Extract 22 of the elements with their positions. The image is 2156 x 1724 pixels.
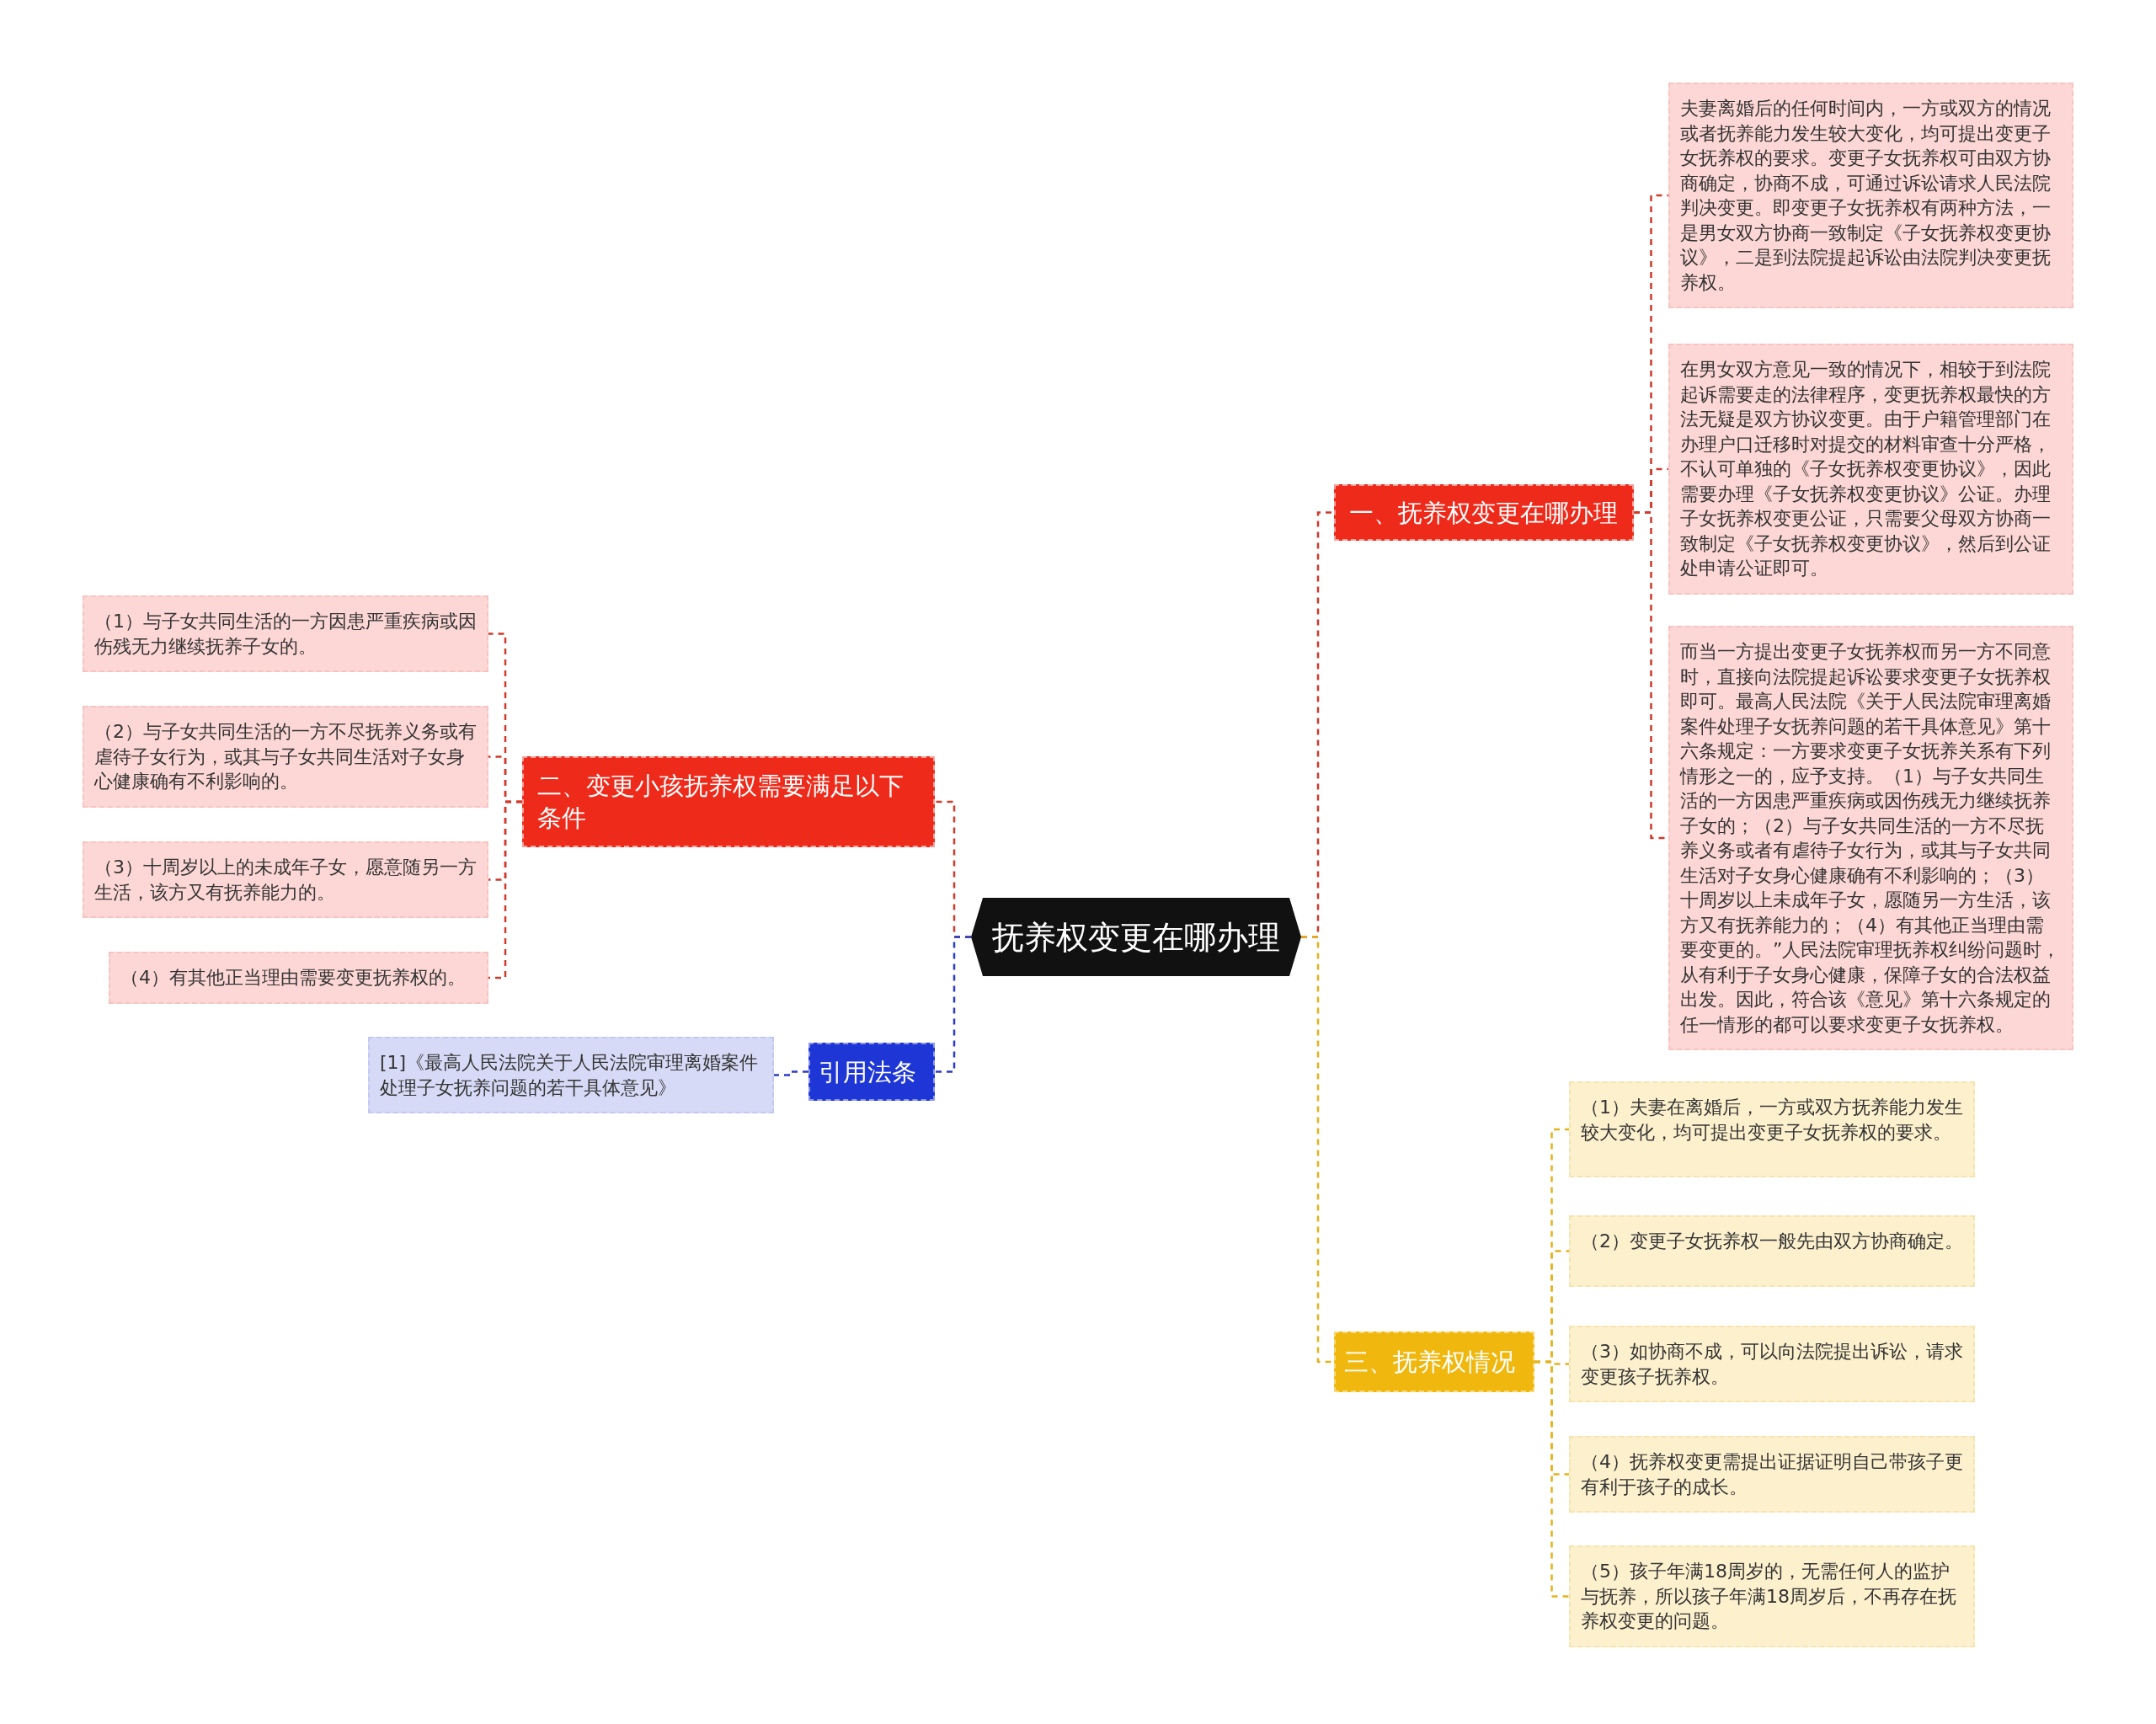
note-box: （4）抚养权变更需提出证据证明自己带孩子更有利于孩子的成长。 <box>1569 1436 1975 1513</box>
central-topic: 抚养权变更在哪办理 <box>971 898 1301 976</box>
connector <box>1534 1360 1569 1598</box>
topic-box: 一、抚养权变更在哪办理 <box>1334 484 1634 541</box>
note-box: （1）夫妻在离婚后，一方或双方抚养能力发生较大变化，均可提出变更子女抚养权的要求。 <box>1569 1081 1975 1177</box>
note-box: （5）孩子年满18周岁的，无需任何人的监护与抚养，所以孩子年满18周岁后，不再存在抚养权变更的问题。 <box>1569 1545 1975 1647</box>
note-box: （3）十周岁以上的未成年子女，愿意随另一方生活，该方又有抚养能力的。 <box>83 841 488 918</box>
note-box: （2）变更子女抚养权一般先由双方协商确定。 <box>1569 1215 1975 1287</box>
note-box: 而当一方提出变更子女抚养权而另一方不同意时，直接向法院提起诉讼要求变更子女抚养权即可。最高人民法院《关于人民法院审理离婚案件处理子女抚养问题的若干具体意见》第十六条规定：一方要求变更子女抚养关系有下列情形之一的，应予支持。（1）与子女共同生活的一方因患严重疾病或因伤残无力继续抚养子女的；（2）与子女共同生活的一方不尽抚养义务或者有虐待子女行为，或其与子女共同生活对子女身心健康确有不利影响的；（3）十周岁以上未成年子女，愿随另一方生活，该方又有抚养能力的；（4）有其他正当理由需要变更的。”人民法院审理抚养权纠纷问题时，从有利于子女身心健康，保障子女的合法权益出发。因此，符合该《意见》第十六条规定的任一情形的都可以要求变更子女抚养权。 <box>1668 626 2073 1050</box>
note-box: 夫妻离婚后的任何时间内，一方或双方的情况或者抚养能力发生较大变化，均可提出变更子女抚养权的要求。变更子女抚养权可由双方协商确定，协商不成，可通过诉讼请求人民法院判决变更。即变更子女抚养权有两种方法，一是男女双方协商一致制定《子女抚养权变更协议》，二是到法院提起诉讼由法院判决变更抚养权。 <box>1668 83 2073 308</box>
topic-box: 二、变更小孩抚养权需要满足以下条件 <box>522 756 935 847</box>
topic-box: 引用法条 <box>808 1043 935 1101</box>
connector <box>935 936 971 1073</box>
note-box: （3）如协商不成，可以向法院提出诉讼，请求变更孩子抚养权。 <box>1569 1326 1975 1402</box>
note-box: [1]《最高人民法院关于人民法院审理离婚案件处理子女抚养问题的若干具体意见》 <box>368 1037 774 1113</box>
connector <box>1301 936 1334 1364</box>
connector <box>774 1070 808 1076</box>
topic-box: 三、抚养权情况 <box>1334 1332 1534 1392</box>
note-box: 在男女双方意见一致的情况下，相较于到法院起诉需要走的法律程序，变更抚养权最快的方法无疑是双方协议变更。由于户籍管理部门在办理户口迁移时对提交的材料审查十分严格，不认可单独的《子女抚养权变更协议》，因此需要办理《子女抚养权变更协议》公证。办理子女抚养权变更公证，只需要父母双方协商一致制定《子女抚养权变更协议》，然后到公证处申请公证即可。 <box>1668 344 2073 595</box>
note-box: （1）与子女共同生活的一方因患严重疾病或因伤残无力继续抚养子女的。 <box>83 595 488 672</box>
note-box: （2）与子女共同生活的一方不尽抚养义务或有虐待子女行为，或其与子女共同生活对子女身心健康确有不利影响的。 <box>83 706 488 808</box>
note-box: （4）有其他正当理由需要变更抚养权的。 <box>109 952 488 1004</box>
